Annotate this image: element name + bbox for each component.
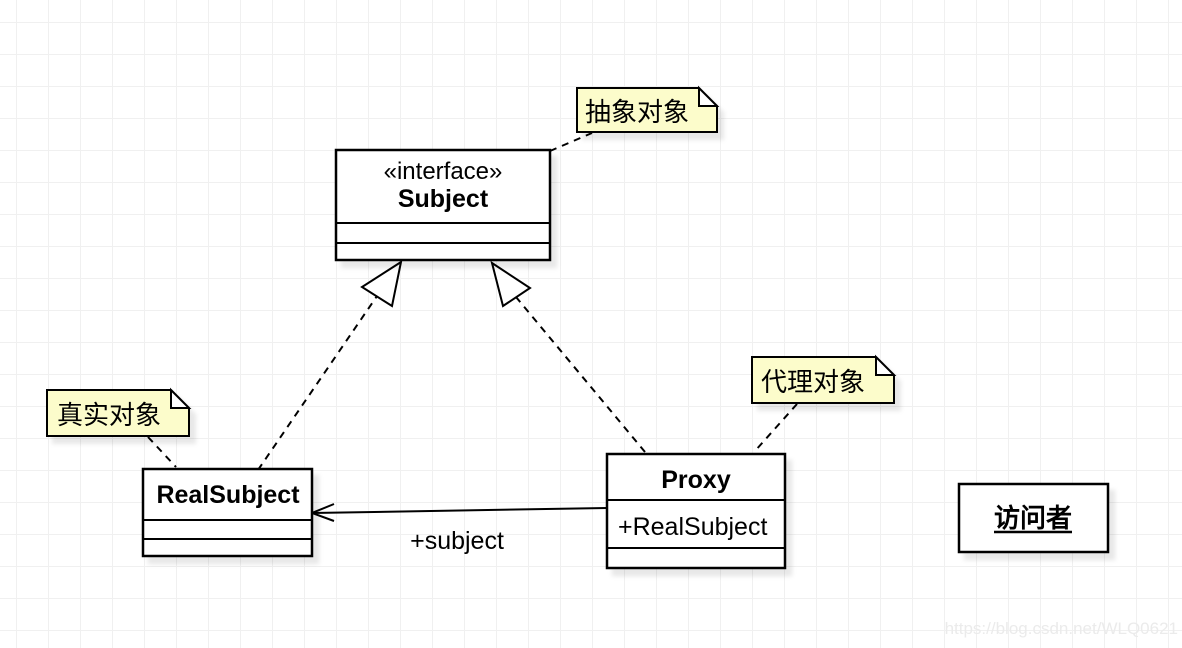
edge-association-proxy-realsubject: +subject: [309, 503, 608, 555]
association-label: +subject: [410, 527, 504, 555]
note-fold-icon: [170, 387, 192, 409]
class-realsubject: RealSubject: [141, 467, 314, 558]
realsubject-name: RealSubject: [156, 481, 300, 509]
visitor-box: 访问者: [957, 482, 1110, 554]
proxy-attribute: +RealSubject: [618, 513, 767, 541]
note-abstract-object: 抽象对象: [576, 85, 720, 133]
note-abstract-text: 抽象对象: [585, 97, 689, 127]
subject-name: Subject: [398, 185, 489, 213]
hollow-triangle-arrowhead: [360, 259, 403, 308]
edge-note-abstract-to-subject: [549, 132, 593, 152]
note-fold-icon: [698, 85, 720, 107]
proxy-name: Proxy: [661, 466, 731, 494]
note-real-text: 真实对象: [57, 400, 161, 430]
visitor-label: 访问者: [994, 503, 1072, 533]
edge-realization-proxy-subject: [490, 260, 646, 453]
note-proxy-text: 代理对象: [761, 367, 865, 397]
note-fold-icon: [875, 354, 897, 376]
watermark-text: https://blog.csdn.net/WLQ0621: [945, 619, 1178, 638]
class-proxy: Proxy +RealSubject: [605, 452, 787, 570]
edge-note-proxy-to-proxy: [754, 403, 798, 452]
note-proxy-object: 代理对象: [751, 354, 897, 404]
hollow-triangle-arrowhead: [490, 260, 532, 308]
edge-realization-realsubject-subject: [257, 259, 403, 471]
edge-note-real-to-realsubject: [147, 436, 177, 468]
note-real-object: 真实对象: [46, 387, 192, 437]
subject-stereotype: «interface»: [384, 158, 503, 185]
class-subject: «interface» Subject: [334, 148, 552, 262]
